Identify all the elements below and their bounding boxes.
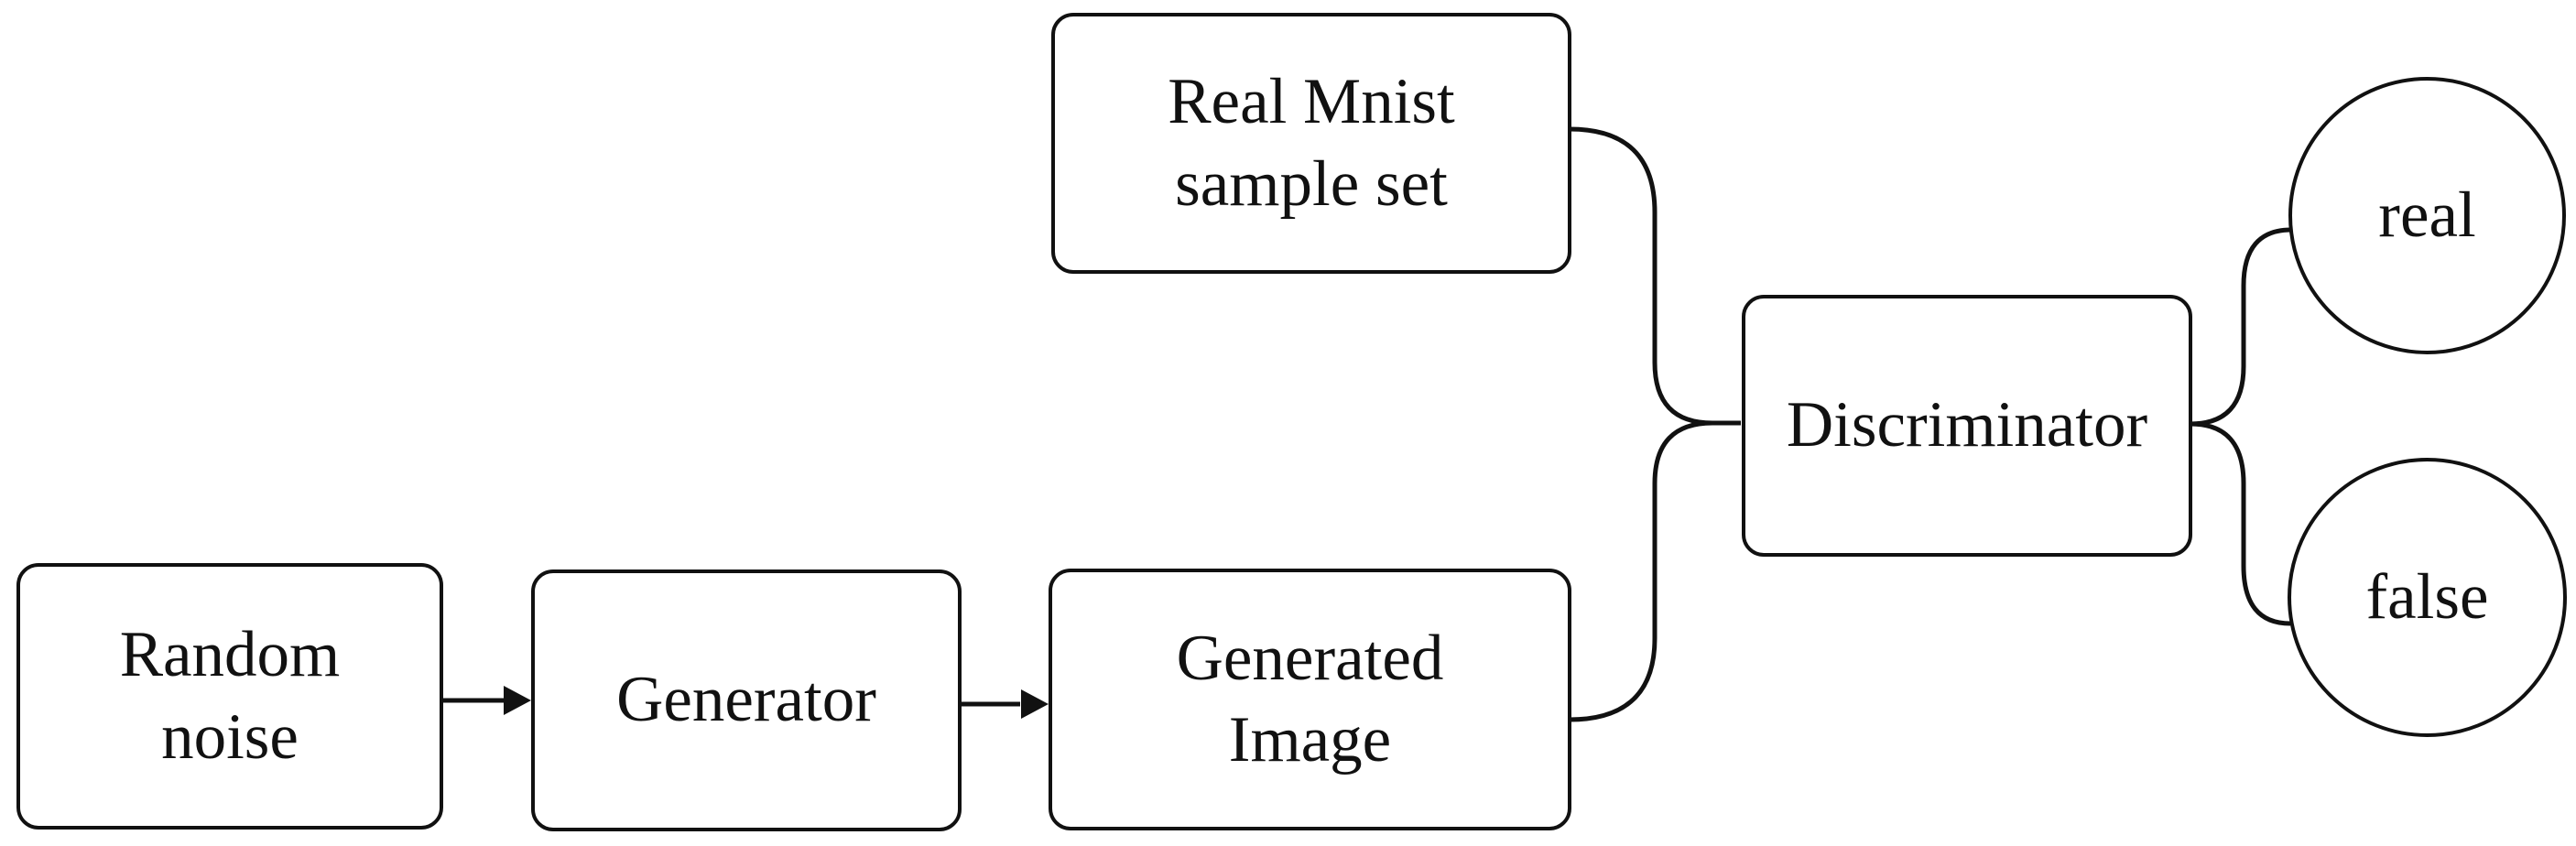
edge-generated-image-to-discriminator xyxy=(1569,420,1713,722)
node-generator: Generator xyxy=(531,569,962,831)
node-real-mnist-label-line2: sample set xyxy=(1175,147,1448,220)
edge-discriminator-to-false xyxy=(2190,421,2291,626)
node-real-output: real xyxy=(2288,77,2566,354)
node-false-output: false xyxy=(2288,458,2567,737)
node-random-noise-label-line2: noise xyxy=(161,700,299,773)
node-generated-image: Generated Image xyxy=(1049,569,1571,830)
node-generated-image-label-line2: Image xyxy=(1228,704,1392,776)
node-discriminator-label: Discriminator xyxy=(1786,389,2148,461)
node-random-noise-label-line1: Random xyxy=(119,619,341,691)
node-real-mnist-label-line1: Real Mnist xyxy=(1168,66,1455,138)
node-random-noise: Random noise xyxy=(16,563,443,830)
node-generator-label: Generator xyxy=(616,664,876,736)
edge-discriminator-to-real xyxy=(2190,227,2292,427)
node-discriminator: Discriminator xyxy=(1742,295,2192,557)
node-false-output-label: false xyxy=(2365,560,2489,633)
edge-real-mnist-to-discriminator xyxy=(1569,126,1741,426)
arrowhead-generator xyxy=(504,686,531,715)
node-generated-image-label-line1: Generated xyxy=(1176,622,1444,694)
node-real-output-label: real xyxy=(2378,179,2476,251)
node-real-mnist-sample-set: Real Mnist sample set xyxy=(1051,13,1571,274)
arrowhead-generated-image xyxy=(1021,689,1049,719)
